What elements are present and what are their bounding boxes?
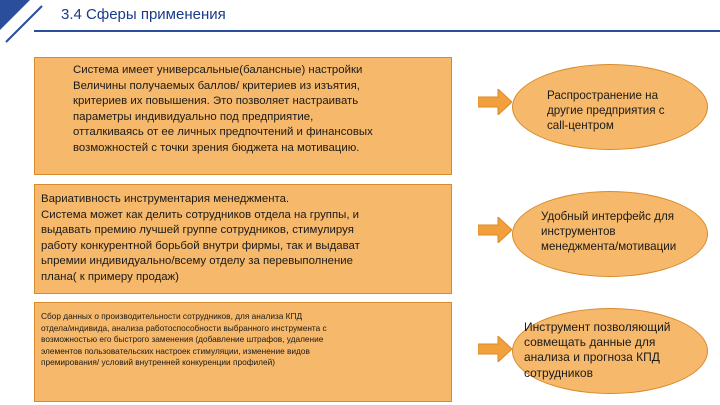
corner-decoration	[0, 0, 43, 43]
title-underline	[34, 30, 720, 32]
benefit-oval-text: Распространение на другие предприятия с …	[547, 89, 665, 132]
arrow-right-icon	[478, 336, 512, 362]
arrow-right-icon	[478, 89, 512, 115]
arrow-right-icon	[478, 217, 512, 243]
feature-box-data-collection: Сбор данных о производительности сотрудн…	[34, 302, 452, 402]
benefit-oval-text: Удобный интерфейс для инструментов менед…	[541, 210, 677, 253]
feature-box-text: Система имеет универсальные(балансные) н…	[73, 64, 373, 154]
feature-box-settings: Система имеет универсальные(балансные) н…	[34, 57, 452, 175]
feature-box-text: Сбор данных о производительности сотрудн…	[41, 311, 327, 368]
benefit-oval-distribution: Распространение на другие предприятия с …	[512, 64, 708, 150]
benefit-oval-text: Инструмент позволяющий совмещать данные …	[524, 320, 671, 380]
feature-box-text: Вариативность инструментария менеджмента…	[41, 193, 360, 283]
benefit-oval-interface: Удобный интерфейс для инструментов менед…	[512, 191, 708, 277]
benefit-oval-analysis: Инструмент позволяющий совмещать данные …	[512, 308, 708, 394]
feature-box-management: Вариативность инструментария менеджмента…	[34, 184, 452, 294]
slide-title: 3.4 Сферы применения	[61, 6, 226, 23]
